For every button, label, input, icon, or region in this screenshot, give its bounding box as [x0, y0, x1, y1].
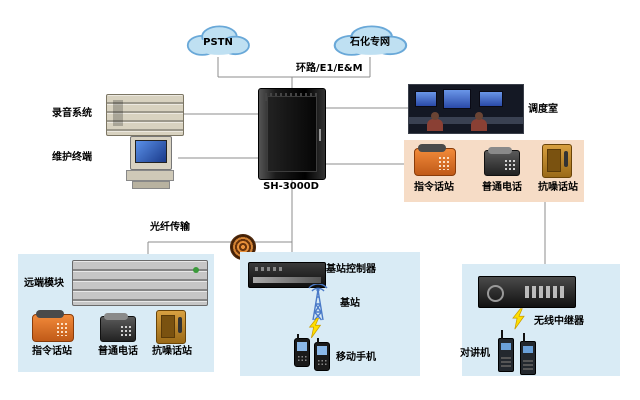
lightning-icon — [512, 308, 525, 334]
recording-system-label: 录音系统 — [52, 108, 92, 119]
petro-network-label: 石化专网 — [350, 37, 390, 48]
remote-phone-label: 普通电话 — [98, 346, 138, 357]
station-phone-label: 普通电话 — [482, 182, 522, 193]
base-controller-label: 基站控制器 — [326, 264, 376, 275]
maintenance-terminal-label: 维护终端 — [52, 152, 92, 163]
lightning-icon — [308, 317, 322, 342]
walkie-screen — [501, 343, 511, 350]
walkie-talkie-icon — [520, 333, 536, 375]
noise-proof-phone-icon — [156, 310, 186, 344]
dispatch-room-photo — [408, 84, 524, 134]
keyboard-icon — [132, 181, 170, 189]
fiber-transmission-label: 光纤传输 — [150, 222, 190, 233]
screen-icon — [443, 89, 471, 109]
cloud-icon — [333, 25, 408, 56]
station-phone-label: 抗噪话站 — [538, 182, 578, 193]
base-controller-icon — [248, 262, 326, 288]
cabinet-handle — [319, 129, 321, 141]
cloud-icon — [186, 25, 250, 56]
intercom-label: 对讲机 — [460, 348, 490, 359]
cloud-pstn: PSTN — [182, 22, 254, 60]
command-phone-icon — [414, 144, 456, 176]
radio-tower-icon — [300, 283, 336, 326]
mobile-phone-icon — [294, 334, 310, 367]
pstn-label: PSTN — [203, 37, 233, 48]
remote-phone-label: 指令话站 — [32, 346, 72, 357]
station-phone-label: 指令话站 — [414, 182, 454, 193]
cabinet-door — [267, 96, 317, 172]
phone-screen — [297, 342, 307, 351]
walkie-screen — [523, 346, 533, 353]
mobile-phone-label: 移动手机 — [336, 352, 376, 363]
operator-silhouette — [471, 112, 487, 131]
operator-silhouette — [427, 112, 443, 131]
desk — [409, 117, 523, 124]
base-station-label: 基站 — [340, 298, 360, 309]
wireless-repeater-label: 无线中继器 — [534, 316, 584, 327]
command-phone-icon — [32, 310, 74, 342]
cloud-petro-network: 石化专网 — [328, 22, 412, 60]
phone-screen — [317, 346, 327, 355]
cabinet-model-label: SH-3000D — [263, 181, 319, 192]
remote-rack-icon — [72, 260, 208, 306]
mobile-phone-icon — [314, 338, 330, 371]
monitor-screen — [135, 140, 167, 163]
pc-box-icon — [126, 170, 174, 181]
screen-icon — [415, 91, 437, 107]
remote-module-label: 远端模块 — [24, 278, 64, 289]
maintenance-monitor-icon — [130, 136, 172, 170]
trunk-label: 环路/E1/E&M — [296, 63, 363, 74]
screen-icon — [479, 91, 503, 107]
recording-rack-icon — [106, 94, 184, 136]
walkie-talkie-icon — [498, 330, 514, 372]
remote-phone-label: 抗噪话站 — [152, 346, 192, 357]
desk-phone-icon — [484, 147, 520, 176]
switch-cabinet-icon — [258, 88, 326, 180]
desk-phone-icon — [100, 313, 136, 342]
dispatch-room-label: 调度室 — [528, 104, 558, 115]
repeater-device-icon — [478, 276, 576, 308]
noise-proof-phone-icon — [542, 144, 572, 178]
